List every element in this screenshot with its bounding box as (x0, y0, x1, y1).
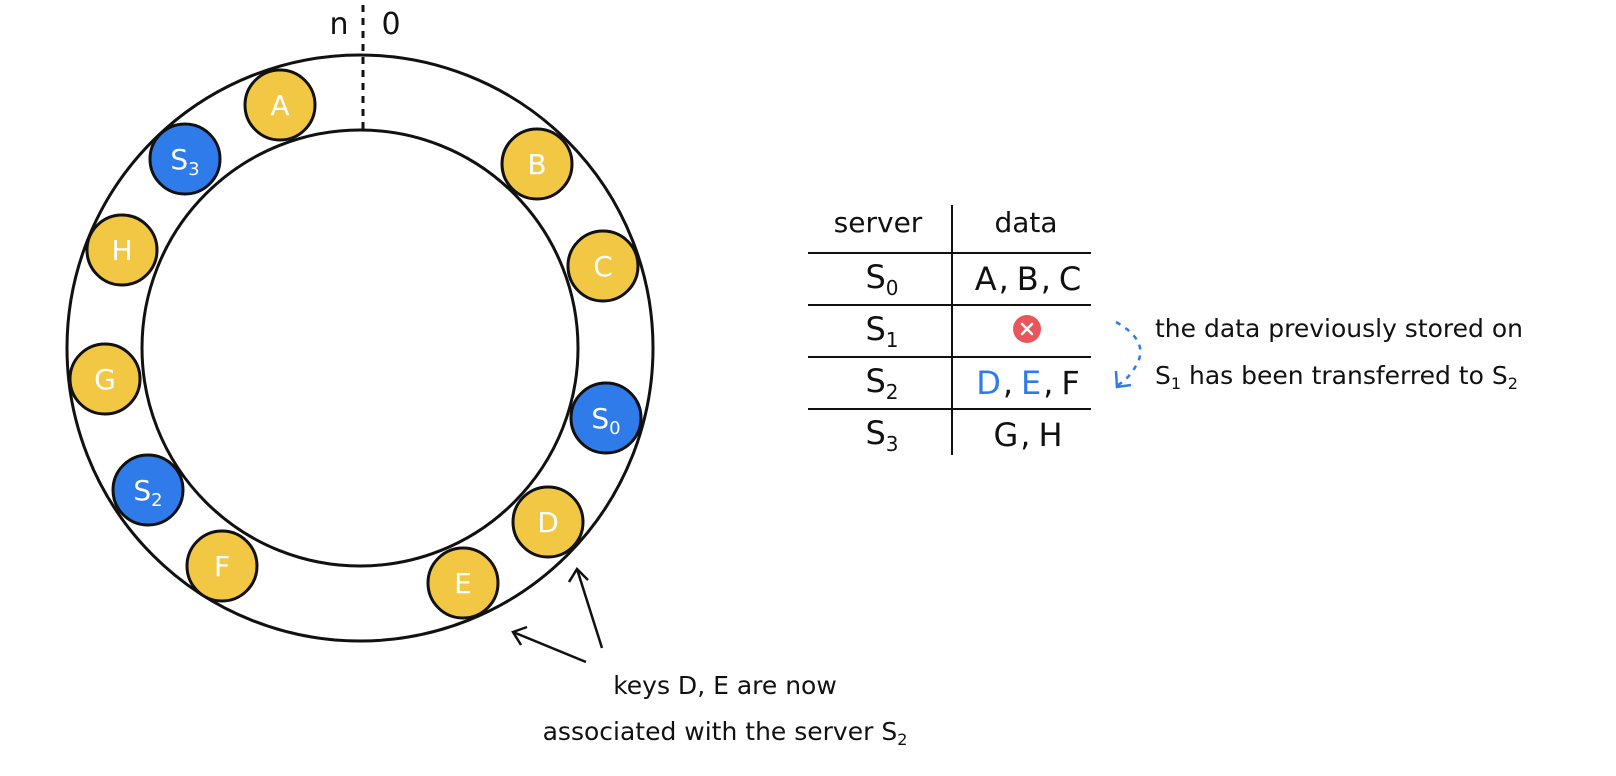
table-server-cell: S2 (865, 362, 898, 404)
key-node-circle (500, 127, 574, 201)
ring-key-node: G (68, 342, 142, 416)
table-row: S0 A,B,C (865, 258, 1081, 300)
table-data-cell: G,H (993, 416, 1062, 454)
ring-key-node: F (185, 529, 259, 603)
hash-ring: n 0 (65, 5, 655, 643)
server-node-circle (569, 381, 643, 455)
reassign-arrow-to-d (575, 568, 604, 649)
key-node-label: E (454, 567, 472, 600)
reassign-arrowhead-d (567, 566, 589, 583)
key-node-label: G (94, 363, 116, 396)
table-header-server: server (834, 206, 923, 239)
reassign-note: keys D, E are now associated with the se… (511, 566, 908, 749)
ring-key-node: D (511, 485, 585, 559)
ring-end-label: n (329, 7, 348, 42)
key-node-circle (426, 546, 500, 620)
transfer-note-line1: the data previously stored on (1155, 314, 1523, 343)
key-node-label: F (214, 550, 230, 583)
transfer-arrow (1115, 320, 1142, 387)
key-node-circle (185, 529, 259, 603)
table-row: S1 (865, 310, 1041, 352)
reassign-note-line2: associated with the server S2 (543, 717, 908, 749)
server-node-label: S3 (170, 143, 199, 180)
key-node-label: B (527, 148, 546, 181)
transfer-arrowhead (1114, 370, 1132, 389)
key-node-circle (85, 213, 159, 287)
ring-key-node: B (500, 127, 574, 201)
transfer-note-line2: S1 has been transferred to S2 (1155, 361, 1518, 393)
ring-key-node: A (243, 68, 317, 142)
server-node-circle (148, 122, 222, 196)
table-data-cell: D,E,F (976, 364, 1080, 402)
key-node-circle (511, 485, 585, 559)
ring-start-label: 0 (381, 7, 400, 42)
table-data-cell: A,B,C (975, 260, 1082, 298)
reassign-arrow-to-e (512, 630, 587, 664)
table-row: S3 G,H (865, 414, 1062, 456)
table-server-cell: S1 (865, 310, 898, 352)
ring-key-node: H (85, 213, 159, 287)
key-node-circle (566, 229, 640, 303)
ring-server-node: S2 (111, 453, 185, 527)
key-node-label: C (593, 250, 613, 283)
ring-server-node: S0 (569, 381, 643, 455)
ring-nodes: A B C S0D E F S2 G H S3 (68, 68, 643, 620)
server-node-circle (111, 453, 185, 527)
server-node-label: S2 (133, 474, 162, 511)
ring-inner (140, 128, 580, 568)
ring-outer (65, 53, 655, 643)
table-server-cell: S0 (865, 258, 898, 300)
reassign-arrowhead-e (511, 625, 528, 646)
key-node-circle (243, 68, 317, 142)
reassign-note-line1: keys D, E are now (613, 671, 837, 700)
server-node-label: S0 (591, 402, 620, 439)
table-row: S2 D,E,F (865, 362, 1079, 404)
ring-key-node: E (426, 546, 500, 620)
removed-icon (1013, 315, 1041, 343)
key-node-label: D (537, 506, 559, 539)
key-node-label: A (270, 89, 289, 122)
table-server-cell: S3 (865, 414, 898, 456)
transfer-note: the data previously stored on S1 has bee… (1114, 314, 1523, 393)
ring-key-node: C (566, 229, 640, 303)
table-header-data: data (994, 206, 1057, 239)
key-node-circle (68, 342, 142, 416)
ring-server-node: S3 (148, 122, 222, 196)
key-node-label: H (111, 234, 132, 267)
